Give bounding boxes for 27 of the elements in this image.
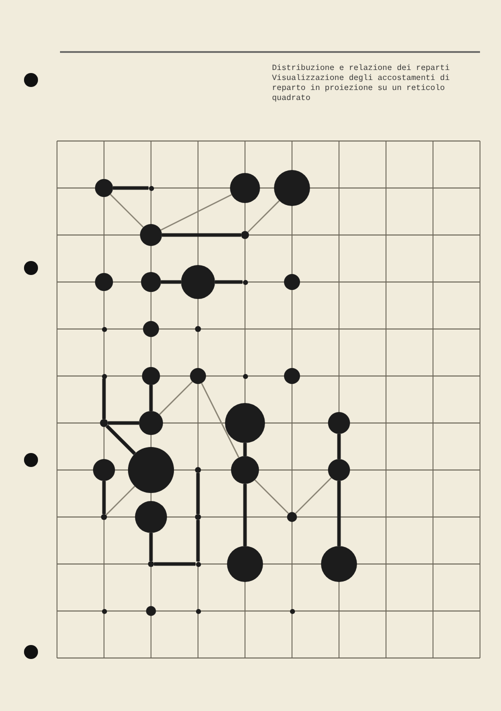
connector-line — [110, 194, 144, 228]
connector-line — [106, 424, 136, 455]
note-text: Distribuzione e relazione dei reparti — [272, 64, 451, 74]
note-text: Visualizzazione degli accostamenti di reparto in proiezione su un reticolo quadrato — [272, 74, 451, 104]
connector-line — [247, 200, 280, 233]
connector-line — [106, 486, 136, 516]
connector-line — [160, 194, 232, 231]
connector-line — [113, 186, 148, 190]
connector-line — [337, 434, 341, 459]
connector-line — [201, 382, 240, 458]
connector-line — [149, 385, 153, 411]
connector-line — [243, 443, 247, 456]
connector-line — [196, 473, 200, 514]
connector-line — [161, 280, 181, 284]
connector-line — [196, 520, 200, 562]
connector-line — [243, 484, 247, 546]
connector-line — [154, 562, 196, 566]
connector-line — [108, 421, 139, 425]
connector-line — [337, 481, 341, 546]
connector-line — [102, 481, 106, 514]
connector-line — [215, 280, 242, 284]
connector-line — [295, 477, 332, 514]
connector-line — [102, 378, 106, 419]
connector-line — [159, 381, 193, 415]
connector-line — [162, 233, 241, 237]
connector-line — [149, 533, 153, 561]
connector-line — [254, 479, 289, 514]
